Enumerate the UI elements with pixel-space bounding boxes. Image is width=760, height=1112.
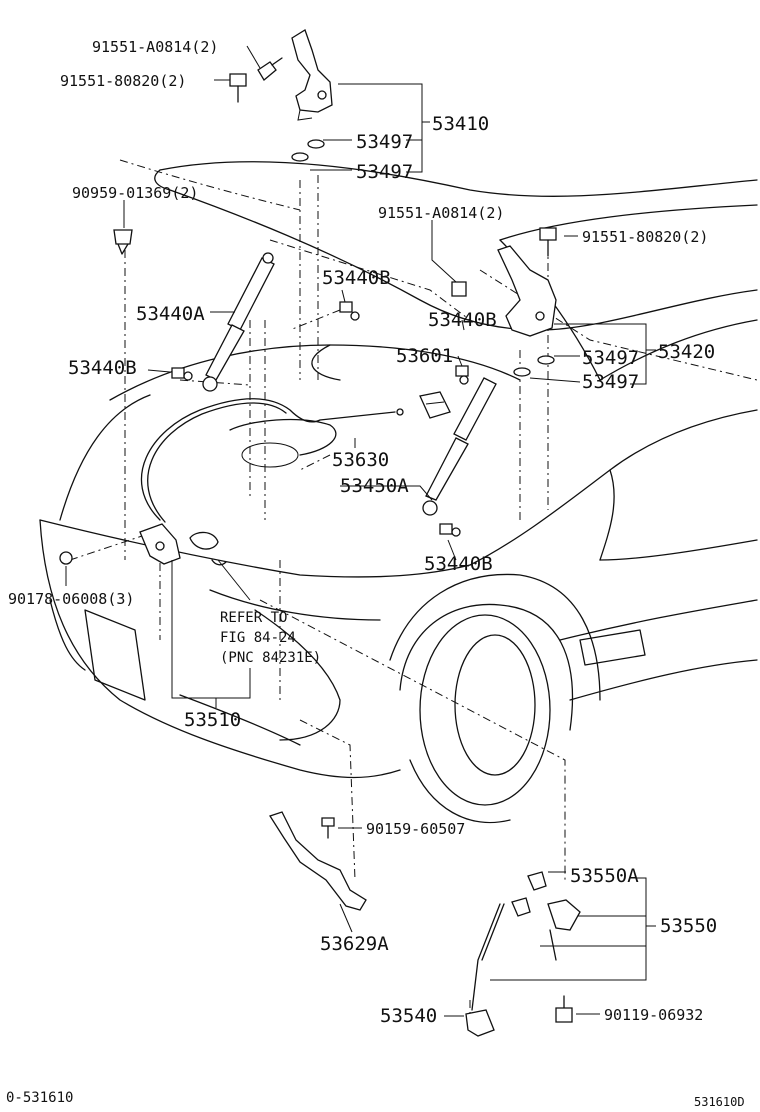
washer-53497-b bbox=[291, 152, 309, 162]
label-53497-b: 53497 bbox=[356, 161, 413, 183]
hood-lock-striker-53601 bbox=[419, 391, 451, 419]
bolt-91551-a0814-right bbox=[451, 281, 467, 297]
label-refer-line-3: (PNC 84231E) bbox=[220, 650, 321, 666]
label-53440a: 53440A bbox=[136, 303, 205, 325]
label-53497-a: 53497 bbox=[356, 131, 413, 153]
label-53540: 53540 bbox=[380, 1005, 437, 1027]
part-labels: 91551-A0814(2) 91551-80820(2) 53410 5349… bbox=[6, 38, 745, 1109]
nut-90178-06008 bbox=[59, 551, 73, 565]
leader-lines bbox=[69, 159, 758, 1015]
label-53510: 53510 bbox=[184, 709, 241, 731]
ball-stud-53440b-4 bbox=[439, 523, 461, 537]
hood-latch-switch bbox=[189, 531, 227, 566]
label-53550a: 53550A bbox=[570, 865, 639, 887]
label-90959-01369: 90959-01369(2) bbox=[72, 184, 198, 202]
washer-53497-a bbox=[307, 139, 325, 149]
hood-support-53440a bbox=[202, 252, 275, 392]
footer-code-right: 531610D bbox=[694, 1095, 745, 1109]
ball-stud-53440b-3 bbox=[455, 365, 469, 385]
label-91551-80820-right: 91551-80820(2) bbox=[582, 228, 708, 246]
label-53410: 53410 bbox=[432, 113, 489, 135]
hood-support-53450a bbox=[422, 377, 497, 516]
label-53440b-3: 53440B bbox=[68, 357, 137, 379]
label-53440b-4: 53440B bbox=[424, 553, 493, 575]
label-53497-d: 53497 bbox=[582, 371, 639, 393]
label-53440b-2: 53440B bbox=[428, 309, 497, 331]
label-91551-80820-top: 91551-80820(2) bbox=[60, 72, 186, 90]
label-90119-06932: 90119-06932 bbox=[604, 1006, 703, 1024]
pointer-lines bbox=[65, 45, 656, 1017]
ball-stud-53440b-1 bbox=[339, 301, 360, 321]
bolt-91551-80820-right bbox=[539, 227, 557, 257]
hood-hinge-right bbox=[497, 245, 557, 337]
label-refer-line-2: FIG 84-24 bbox=[220, 630, 296, 646]
hood-hinge-left bbox=[291, 29, 333, 121]
hood-lock-53510 bbox=[139, 523, 181, 565]
label-53601: 53601 bbox=[396, 345, 453, 367]
label-53420: 53420 bbox=[658, 341, 715, 363]
label-90159-60507: 90159-60507 bbox=[366, 820, 465, 838]
label-91551-a0814-top: 91551-A0814(2) bbox=[92, 38, 218, 56]
washer-53497-c bbox=[537, 355, 555, 365]
label-53550: 53550 bbox=[660, 915, 717, 937]
clip-90959-01369 bbox=[113, 229, 133, 255]
label-91551-a0814-right: 91551-A0814(2) bbox=[378, 204, 504, 222]
hood-release-cable-53630 bbox=[140, 398, 404, 523]
footer-code-left: 0-531610 bbox=[6, 1090, 73, 1106]
hood-support-rod-53540 bbox=[465, 903, 505, 1037]
screw-90159-60507 bbox=[321, 817, 335, 839]
label-53630: 53630 bbox=[332, 449, 389, 471]
hood-seal-53629a bbox=[269, 811, 367, 911]
label-53450a: 53450A bbox=[340, 475, 409, 497]
label-53440b-1: 53440B bbox=[322, 267, 391, 289]
ball-stud-53440b-2 bbox=[171, 367, 193, 381]
hood-rod-holder-53550 bbox=[511, 871, 581, 961]
label-refer-line-1: REFER TO bbox=[220, 610, 287, 626]
washer-53497-d bbox=[513, 367, 531, 377]
bolt-91551-80820-top bbox=[229, 73, 247, 103]
screw-90119-06932 bbox=[555, 995, 573, 1023]
bolt-91551-a0814-top bbox=[257, 57, 283, 81]
label-53629a: 53629A bbox=[320, 933, 389, 955]
car-body-outline bbox=[39, 161, 758, 824]
label-90178-06008: 90178-06008(3) bbox=[8, 590, 134, 608]
label-53497-c: 53497 bbox=[582, 347, 639, 369]
